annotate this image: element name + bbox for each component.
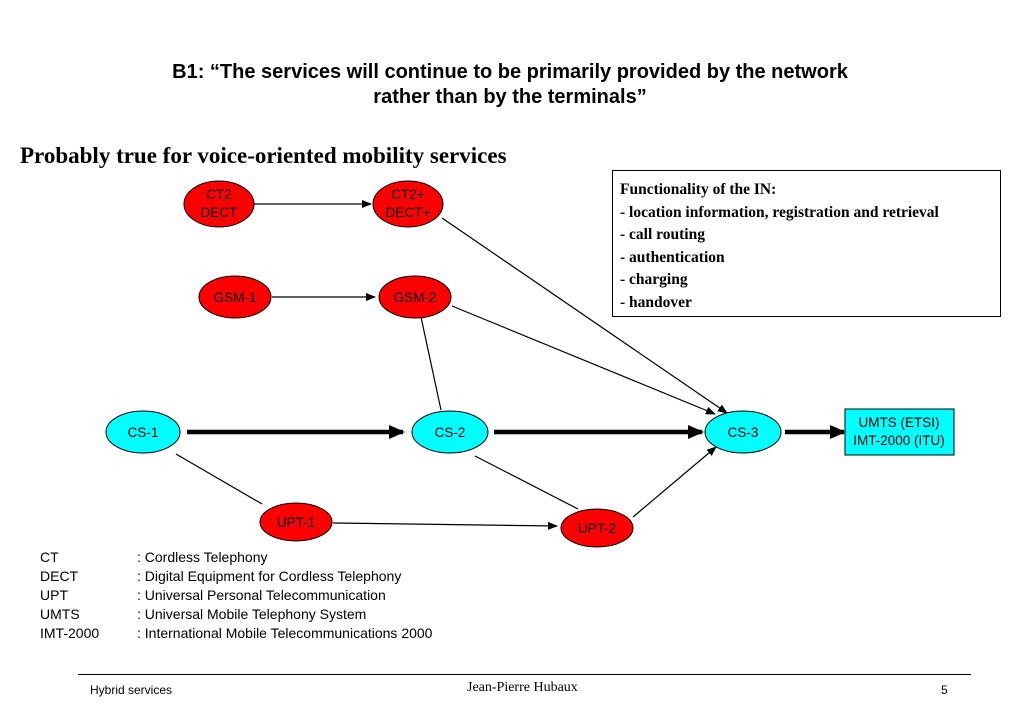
edge-gsm2-to-cs2 [420, 316, 442, 411]
node-ct2plus-dectplus: CT2+ DECT+ [372, 180, 444, 228]
node-gsm-2-label: GSM-2 [394, 290, 437, 305]
footer-page-number: 5 [941, 683, 948, 697]
edge-cs2-to-upt2 [474, 455, 579, 510]
edge-gsm2-to-cs3 [451, 305, 716, 415]
in-functionality-heading: Functionality of the IN: [620, 181, 777, 198]
slide-title-line-1: B1: “The services will continue to be pr… [172, 61, 848, 83]
footer-divider [78, 674, 971, 675]
edge-ct2plus-to-cs3 [441, 217, 728, 414]
legend-row: UMTS : Universal Mobile Telephony System [40, 605, 432, 624]
node-ct2plus-label-1: CT2+ [391, 187, 425, 202]
in-functionality-item: - location information, registration and… [620, 203, 939, 221]
node-cs-1: CS-1 [105, 410, 181, 454]
legend-row: CT : Cordless Telephony [40, 548, 432, 567]
in-functionality-item: - authentication [620, 248, 725, 266]
legend-abbr: IMT-2000 [40, 625, 100, 641]
node-gsm-2: GSM-2 [378, 275, 452, 319]
node-gsm-1: GSM-1 [198, 275, 272, 319]
node-cs-2: CS-2 [411, 410, 489, 454]
node-ct2-dect: CT2 DECT [183, 180, 255, 228]
slide-title: B1: “The services will continue to be pr… [90, 60, 930, 110]
in-functionality-box: Functionality of the IN: - location info… [612, 170, 1001, 317]
legend-abbr: UMTS [40, 606, 80, 622]
legend-row: IMT-2000 : International Mobile Telecomm… [40, 624, 432, 643]
abbreviation-legend: CT : Cordless Telephony DECT : Digital E… [40, 548, 432, 643]
node-cs-1-label: CS-1 [128, 425, 159, 440]
node-upt-2: UPT-2 [560, 508, 634, 548]
in-functionality-item: - charging [620, 271, 688, 288]
node-umts-label-2: IMT-2000 (ITU) [853, 433, 945, 448]
node-cs-2-label: CS-2 [435, 425, 466, 440]
legend-row: UPT : Universal Personal Telecommunicati… [40, 586, 432, 605]
edge-upt2-to-cs3 [632, 446, 717, 518]
edge-cs1-to-upt1 [175, 453, 263, 505]
in-functionality-item: - handover [620, 293, 692, 311]
node-upt-1: UPT-1 [259, 502, 333, 542]
legend-definition: : Universal Mobile Telephony System [137, 606, 367, 622]
node-upt-2-label: UPT-2 [578, 521, 616, 536]
node-umts-label-1: UMTS (ETSI) [859, 415, 940, 430]
legend-definition: : Digital Equipment for Cordless Telepho… [137, 568, 402, 584]
edge-upt1-to-upt2 [332, 521, 558, 530]
legend-row: DECT : Digital Equipment for Cordless Te… [40, 567, 432, 586]
legend-abbr: CT [40, 549, 59, 565]
legend-abbr: UPT [40, 587, 68, 603]
node-ct2plus-label-2: DECT+ [386, 205, 431, 220]
node-cs-3: CS-3 [704, 410, 782, 454]
slide-subtitle: Probably true for voice-oriented mobilit… [20, 143, 507, 168]
node-ct2-dect-label-1: CT2 [206, 187, 232, 202]
node-cs-3-label: CS-3 [728, 425, 759, 440]
node-umts-imt2000: UMTS (ETSI) IMT-2000 (ITU) [844, 408, 955, 456]
legend-abbr: DECT [40, 568, 79, 584]
in-functionality-item: - call routing [620, 226, 705, 243]
node-upt-1-label: UPT-1 [277, 515, 315, 530]
footer-course-name: Hybrid services [90, 683, 173, 697]
legend-definition: : International Mobile Telecommunication… [137, 625, 433, 641]
node-gsm-1-label: GSM-1 [214, 290, 257, 305]
footer-author: Jean-Pierre Hubaux [467, 680, 578, 695]
slide-title-line-2: rather than by the terminals” [373, 86, 647, 108]
legend-definition: : Cordless Telephony [137, 549, 268, 565]
node-ct2-dect-label-2: DECT [201, 205, 238, 220]
legend-definition: : Universal Personal Telecommunication [137, 587, 386, 603]
